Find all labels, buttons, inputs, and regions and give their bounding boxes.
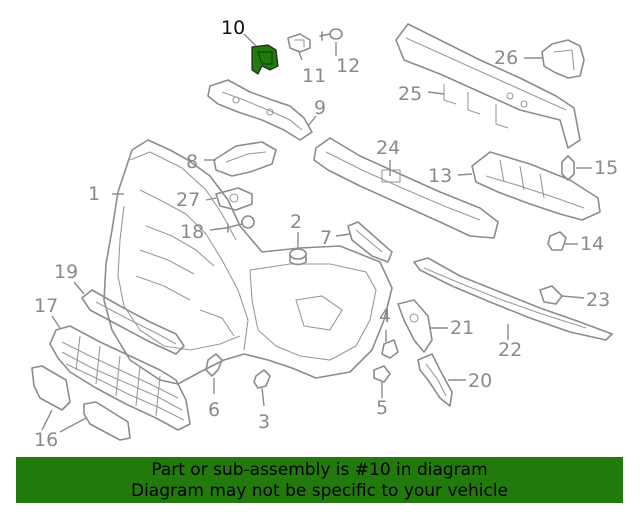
callout-6: 6 <box>208 399 220 421</box>
callout-20: 20 <box>468 370 492 392</box>
part-14-bolt <box>547 231 567 251</box>
callout-27: 27 <box>176 189 200 211</box>
part-26-bracket <box>541 39 585 79</box>
part-6-clip <box>205 353 223 377</box>
callout-25: 25 <box>398 83 422 105</box>
part-13-bracket <box>471 151 601 221</box>
callout-16: 16 <box>34 429 58 451</box>
callout-13: 13 <box>428 165 452 187</box>
part-27-clip <box>215 187 253 211</box>
part-15-clip <box>561 155 575 181</box>
callout-11: 11 <box>302 65 326 87</box>
callout-5: 5 <box>376 397 388 419</box>
part-11-clip <box>287 33 311 53</box>
part-24-absorber <box>313 137 499 239</box>
part-4-clip <box>381 339 399 359</box>
banner-line-2: Diagram may not be specific to your vehi… <box>130 481 508 501</box>
callout-19: 19 <box>54 261 78 283</box>
part-1-bumper-cover <box>103 139 393 385</box>
callout-1: 1 <box>88 183 100 205</box>
part-22-molding <box>413 257 613 341</box>
part-2-nut <box>289 248 307 266</box>
callout-22: 22 <box>498 339 522 361</box>
callout-18: 18 <box>180 221 204 243</box>
banner-line-1: Part or sub-assembly is #10 in diagram <box>151 460 488 480</box>
callout-26: 26 <box>494 47 518 69</box>
callout-17: 17 <box>34 295 58 317</box>
callout-12: 12 <box>336 55 360 77</box>
callout-21: 21 <box>450 317 474 339</box>
part-7-bracket <box>347 221 393 263</box>
part-5-clip <box>373 365 391 383</box>
callout-4: 4 <box>379 305 391 327</box>
leader-lines <box>41 33 592 433</box>
part-16-plate <box>31 365 131 441</box>
callout-2: 2 <box>290 211 302 233</box>
callout-23: 23 <box>586 289 610 311</box>
callout-7: 7 <box>320 227 332 249</box>
part-19-molding <box>81 289 185 355</box>
part-9-bracket <box>207 79 313 141</box>
part-21-bracket <box>397 299 433 353</box>
callout-14: 14 <box>580 233 604 255</box>
callout-3: 3 <box>258 411 270 433</box>
callout-15: 15 <box>594 157 618 179</box>
part-8-bracket <box>213 141 277 177</box>
part-25-reinforcement <box>395 23 581 149</box>
callout-8: 8 <box>186 151 198 173</box>
callout-24: 24 <box>376 137 400 159</box>
part-3-clip <box>253 369 271 389</box>
callout-9: 9 <box>314 97 326 119</box>
part-23-clip <box>539 285 563 305</box>
callout-10: 10 <box>221 17 245 39</box>
notice-banner: Part or sub-assembly is #10 in diagram D… <box>16 457 623 503</box>
part-20-bracket <box>417 353 453 407</box>
part-17-grille <box>49 325 191 431</box>
part-10-bracket[interactable] <box>251 44 279 75</box>
part-12-screw <box>319 28 343 41</box>
